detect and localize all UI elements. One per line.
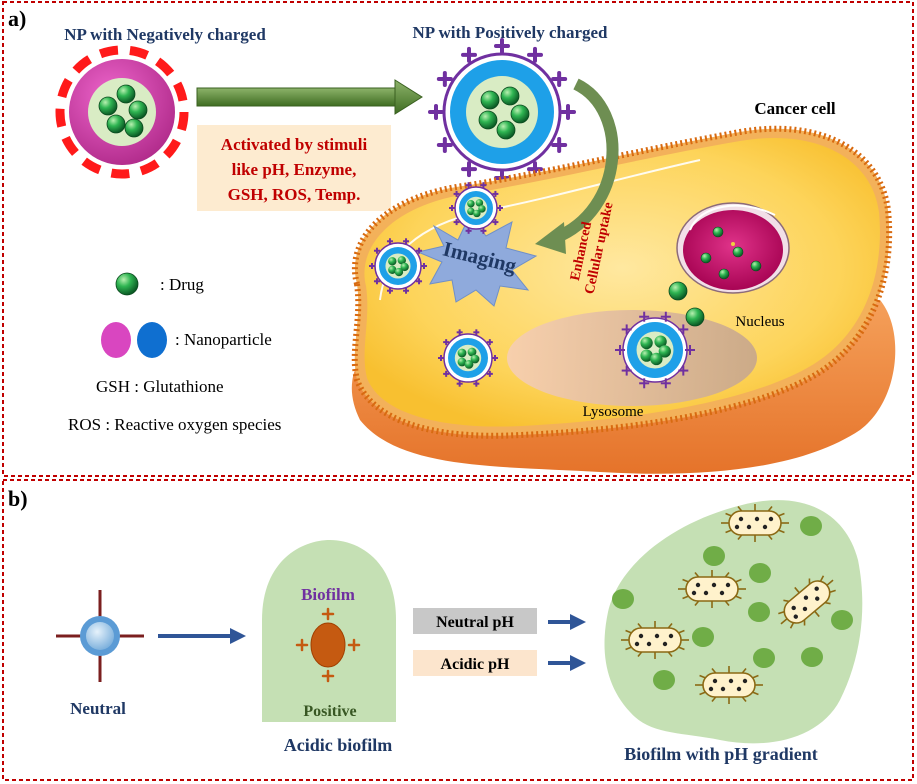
panel-a-label: a) xyxy=(8,6,26,31)
gradient-label: Biofilm with pH gradient xyxy=(624,744,818,764)
stimuli-box xyxy=(197,125,391,211)
legend-nanoparticle: : Nanoparticle xyxy=(175,330,272,349)
legend-gsh: GSH : Glutathione xyxy=(96,377,224,396)
arrow-to-biofilm xyxy=(158,628,246,644)
bacterium-icon xyxy=(621,621,689,659)
nucleus-label: Nucleus xyxy=(735,314,784,330)
neutral-label: Neutral xyxy=(70,699,126,718)
biofilm-dot xyxy=(653,670,675,690)
biofilm-label: Biofilm xyxy=(301,585,355,604)
legend-drug: : Drug xyxy=(160,275,204,294)
legend-ros: ROS : Reactive oxygen species xyxy=(68,415,281,434)
np-negative xyxy=(55,45,189,179)
acidic-ph-box xyxy=(413,650,537,676)
biofilm-gradient-blob xyxy=(604,500,863,744)
acidic-biofilm-label: Acidic biofilm xyxy=(284,735,393,755)
biofilm-dot xyxy=(692,627,714,647)
bacterium-icon xyxy=(695,666,763,704)
lysosome-label: Lysosome xyxy=(583,404,644,420)
biofilm-dot xyxy=(801,647,823,667)
biofilm-dot xyxy=(703,546,725,566)
nucleus xyxy=(676,202,790,294)
positive-label: Positive xyxy=(303,703,356,720)
uptake-arrow xyxy=(552,78,619,244)
neutral-ph-box xyxy=(413,608,537,634)
neutral-ph-label: Neutral pH xyxy=(436,614,514,631)
bacterium-icon xyxy=(778,575,836,629)
panel-a: a) NP with Negatively charged Activated … xyxy=(2,1,914,477)
panel-b: b) Neutral Biofilm Positive Acid xyxy=(2,479,914,781)
biofilm-dot xyxy=(831,610,853,630)
stimuli-line-1: Activated by stimuli xyxy=(221,135,368,154)
arrow-acidic-ph xyxy=(548,655,586,671)
np-positive-title: NP with Positively charged xyxy=(412,23,608,42)
activation-arrow xyxy=(196,79,423,115)
biofilm-dot xyxy=(749,563,771,583)
cellular-nanoparticle xyxy=(449,182,503,234)
biofilm-dot xyxy=(748,602,770,622)
np-positive xyxy=(428,38,576,186)
bacterium-icon xyxy=(721,504,789,542)
cellular-nanoparticle xyxy=(369,238,427,294)
legend-np-magenta-icon xyxy=(101,322,131,358)
biofilm-dot xyxy=(800,516,822,536)
stimuli-line-2: like pH, Enzyme, xyxy=(232,160,357,179)
bacterium-icon xyxy=(678,570,746,608)
neutral-particle xyxy=(56,590,144,682)
biofilm-dot xyxy=(612,589,634,609)
imaging-burst xyxy=(416,214,538,307)
cellular-nanoparticle xyxy=(438,329,498,387)
np-negative-title: NP with Negatively charged xyxy=(64,25,266,44)
cellular-nanoparticle xyxy=(615,311,695,389)
acidic-ph-label: Acidic pH xyxy=(441,656,510,673)
panel-b-label: b) xyxy=(8,486,28,511)
legend-np-blue-icon xyxy=(137,322,167,358)
stimuli-line-3: GSH, ROS, Temp. xyxy=(228,185,361,204)
arrow-neutral-ph xyxy=(548,614,586,630)
positive-particle xyxy=(295,607,361,683)
panel-a-border xyxy=(2,1,914,477)
panel-b-border xyxy=(2,479,914,781)
biofilm-dot xyxy=(753,648,775,668)
cancer-cell-label: Cancer cell xyxy=(754,99,836,118)
